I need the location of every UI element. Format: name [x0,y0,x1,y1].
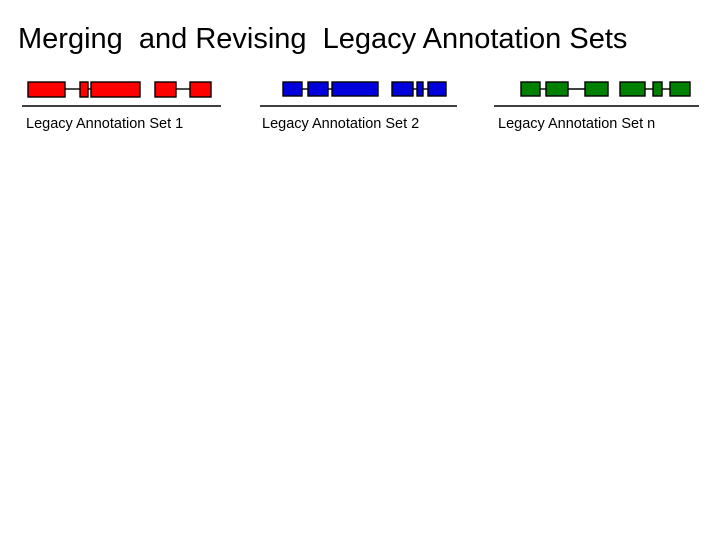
exon-block [189,81,212,98]
exon-block [307,81,329,97]
gene-model-legacy-set-2 [260,81,457,107]
exon-block [416,81,424,97]
gene-model-legacy-set-1 [22,81,221,107]
exon-block [90,81,141,98]
exon-block [652,81,663,97]
exon-block [619,81,646,97]
exon-block [520,81,541,97]
gene-model-legacy-set-n [494,81,699,107]
exon-block [669,81,691,97]
exon-block [154,81,177,98]
page-title: Merging and Revising Legacy Annotation S… [18,23,628,55]
exon-block [584,81,609,97]
exon-block [427,81,447,97]
exon-block [545,81,569,97]
exon-block [79,81,89,98]
track-label-legacy-set-1: Legacy Annotation Set 1 [26,116,184,132]
exon-block [391,81,414,97]
track-label-legacy-set-2: Legacy Annotation Set 2 [262,116,420,132]
exon-block [331,81,379,97]
exon-block [282,81,303,97]
track-label-legacy-set-n: Legacy Annotation Set n [498,116,656,132]
exon-block [27,81,66,98]
